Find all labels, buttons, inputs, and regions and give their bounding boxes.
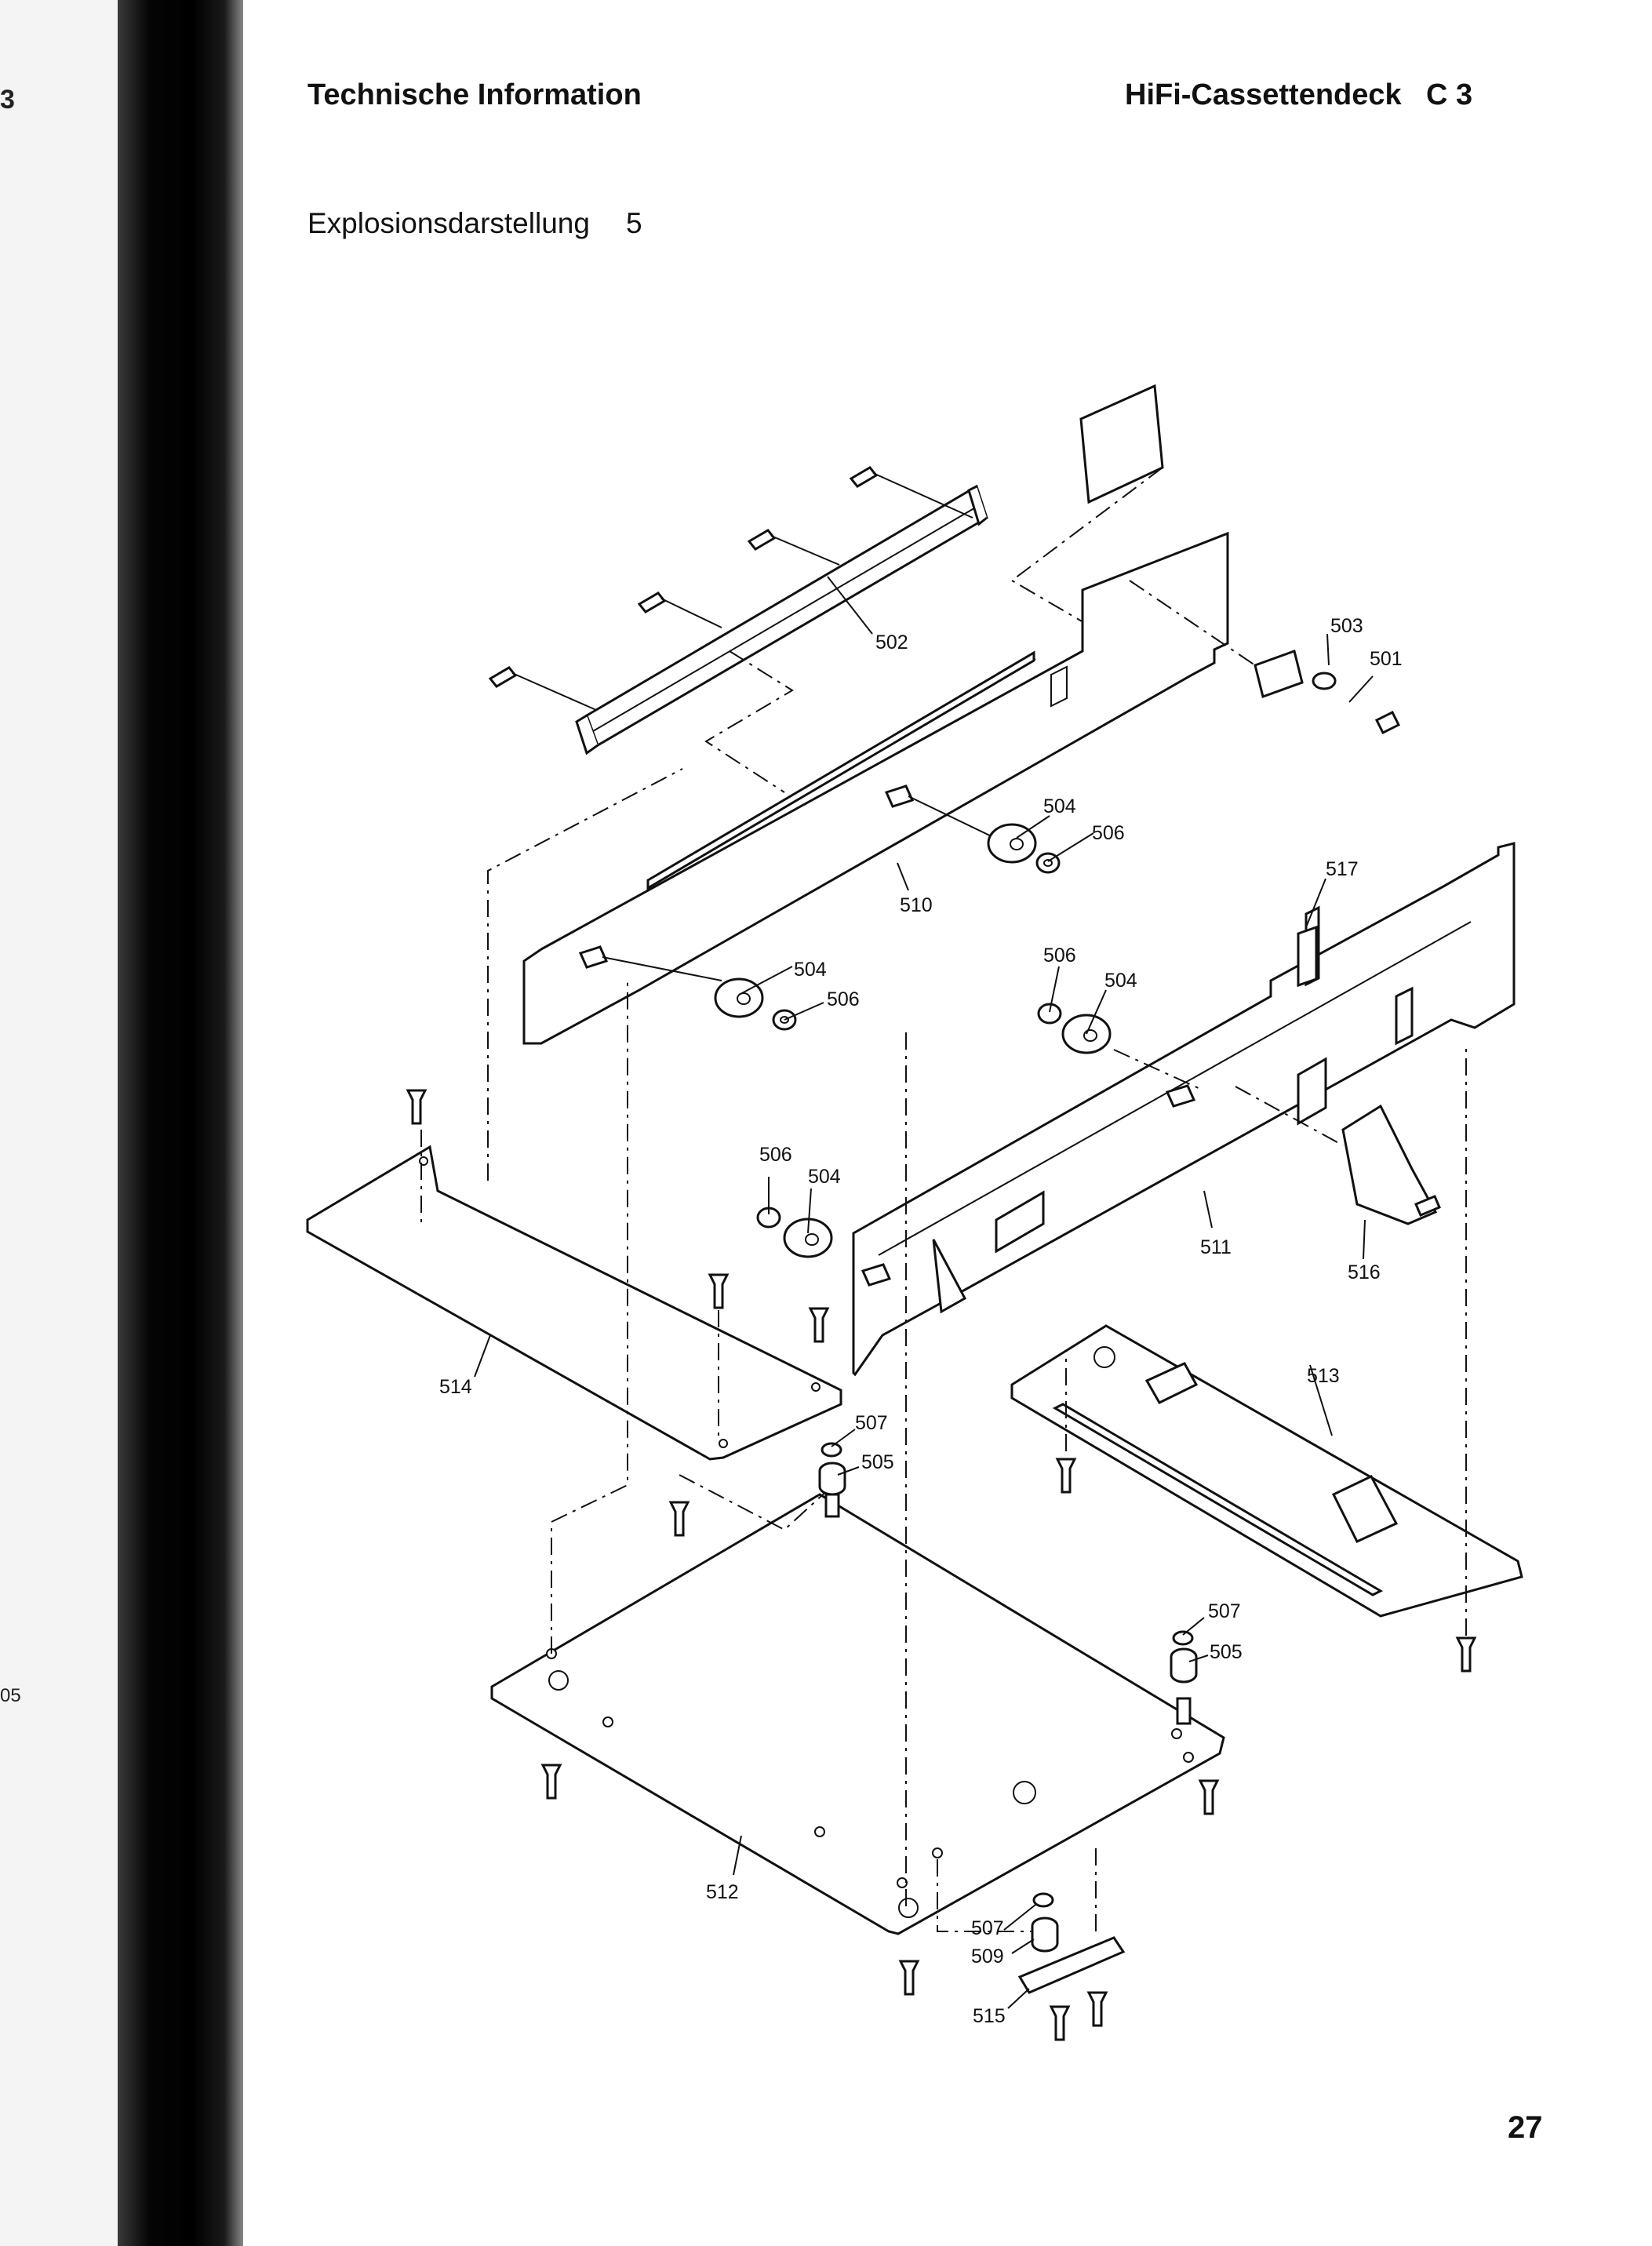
chassis-side-bracket	[522, 531, 1229, 1045]
part-label-509: 509	[971, 1946, 1004, 1968]
header-model: C 3	[1426, 78, 1473, 111]
part-label-505: 505	[861, 1451, 894, 1473]
diagram-number: 5	[626, 207, 642, 239]
base-plate	[490, 979, 1225, 1996]
bottom-cover-plate	[1010, 1047, 1523, 1673]
pulley-group-lower	[756, 1003, 1201, 1287]
diagram-subtitle: Explosionsdarstellung	[307, 207, 590, 239]
part-label-504: 504	[794, 959, 827, 981]
part-label-516: 516	[1348, 1261, 1381, 1283]
rail-part	[575, 484, 988, 755]
part-label-512: 512	[706, 1881, 739, 1903]
part-label-507: 507	[1208, 1600, 1241, 1622]
side-plate	[306, 768, 842, 1461]
part-label-507: 507	[971, 1917, 1004, 1939]
part-labels: 502 503 501 504 506 510 517 504 506 506 …	[439, 615, 1403, 2027]
chassis-rear-bracket	[852, 842, 1516, 1377]
book-binding-shadow	[118, 0, 243, 2246]
header-title: Technische Information	[307, 78, 642, 111]
label-sheet	[1010, 384, 1164, 636]
left-page-margin	[0, 0, 118, 2246]
feet-and-washers	[818, 1442, 1198, 2041]
header-product: HiFi-Cassettendeck	[1125, 78, 1402, 111]
clip-and-screw	[1129, 580, 1401, 735]
part-label-503: 503	[1330, 615, 1363, 637]
part-label-510: 510	[900, 894, 933, 916]
part-label-505: 505	[1210, 1641, 1243, 1663]
part-label-506: 506	[1043, 945, 1076, 966]
rail-screws	[488, 466, 973, 793]
edge-fragment-top: 3	[0, 85, 15, 115]
part-label-506: 506	[759, 1144, 792, 1166]
part-label-507: 507	[855, 1412, 888, 1434]
part-label-517: 517	[1326, 858, 1359, 880]
edge-fragment-middle: 05	[0, 1685, 21, 1706]
part-label-504: 504	[808, 1166, 841, 1188]
part-label-511: 511	[1200, 1236, 1232, 1258]
part-label-501: 501	[1370, 648, 1403, 670]
part-label-504: 504	[1104, 970, 1137, 992]
part-label-506: 506	[1092, 822, 1125, 844]
part-label-504: 504	[1043, 795, 1076, 817]
part-label-513: 513	[1307, 1365, 1340, 1387]
cable-clip	[1297, 925, 1318, 988]
page-number: 27	[1508, 2110, 1543, 2145]
part-label-502: 502	[875, 632, 908, 653]
part-label-514: 514	[439, 1376, 472, 1398]
part-label-506: 506	[827, 988, 860, 1010]
part-label-515: 515	[973, 2005, 1006, 2027]
part-leader-lines	[474, 576, 1374, 2009]
